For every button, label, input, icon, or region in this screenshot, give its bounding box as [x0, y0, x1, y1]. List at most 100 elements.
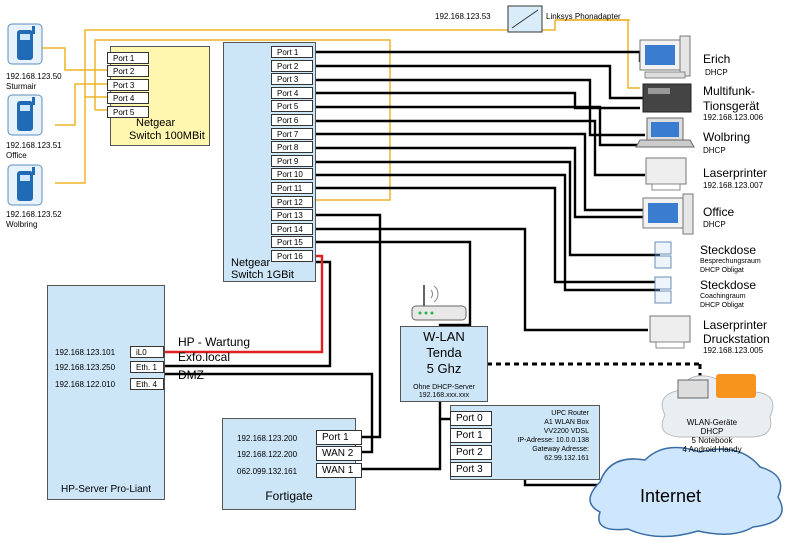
phone-icon — [7, 23, 43, 65]
router-port[interactable]: Port 3 — [450, 462, 492, 477]
phone-name: Office — [6, 151, 27, 160]
switch-1gbit-port[interactable]: Port 9 — [271, 154, 313, 167]
wlan-devices-line: 5 Notebook — [691, 436, 733, 445]
phone-ip: 192.168.123.51 — [6, 141, 62, 150]
switch-1gbit-port[interactable]: Port 7 — [271, 127, 313, 140]
device-sub: Druckstation — [703, 332, 770, 346]
fortigate-port[interactable]: WAN 1 — [316, 463, 362, 478]
device-sub: Besprechungsraum — [700, 258, 761, 265]
switch-1gbit-port[interactable]: Port 4 — [271, 86, 313, 99]
device-cables — [165, 50, 660, 487]
device-name: Steckdose — [700, 278, 757, 292]
switch-1gbit-port[interactable]: Port 8 — [271, 141, 313, 154]
switch-100mbit-port[interactable]: Port 4 — [107, 92, 149, 104]
switch-1gbit-title-2: Switch 1GBit — [231, 269, 294, 281]
server-line-label: HP - Wartung — [178, 335, 251, 349]
wlan-note: Ohne DHCP-Server — [413, 384, 475, 391]
fortigate-port-ip: 192.168.122.200 — [237, 450, 298, 459]
wlan-line2: Tenda — [426, 345, 462, 360]
laptop-icon — [635, 117, 695, 148]
fortigate-port[interactable]: Port 1 — [316, 430, 362, 445]
router-port[interactable]: Port 2 — [450, 445, 492, 460]
internet-label: Internet — [640, 486, 702, 506]
device-name: Laserprinter — [703, 318, 768, 332]
device-ip: 192.168.123.007 — [703, 181, 764, 190]
fortigate-port-ip: 062.099.132.161 — [237, 467, 298, 476]
hp-server: HP-Server Pro-Liant — [47, 285, 165, 500]
server-port[interactable]: Eth. 1 — [130, 361, 164, 373]
router-line: A1 WLAN Box — [544, 419, 589, 426]
switch-1gbit-port[interactable]: Port 13 — [271, 209, 313, 222]
switch-1gbit-port[interactable]: Port 14 — [271, 222, 313, 235]
phone-ip: 192.168.123.52 — [6, 210, 62, 219]
fortigate-port[interactable]: WAN 2 — [316, 446, 362, 461]
router-line: 62.99.132.161 — [544, 455, 589, 462]
device-sub: DHCP — [705, 68, 728, 77]
wlan-link — [487, 362, 702, 378]
router-line: Gateway Adresse: — [532, 446, 589, 453]
fortigate-title: Fortigate — [265, 489, 313, 503]
router-line: UPC Router — [551, 410, 589, 417]
phone-name: Sturmair — [6, 82, 37, 91]
switch-1gbit-port[interactable]: Port 16 — [271, 250, 313, 262]
pc-icon — [642, 193, 694, 235]
switch-1gbit-port[interactable]: Port 6 — [271, 114, 313, 126]
device-name: Steckdose — [700, 243, 757, 257]
server-port[interactable]: iL0 — [130, 346, 164, 358]
wireless-router-icon — [411, 285, 467, 321]
router-port[interactable]: Port 0 — [450, 411, 492, 426]
switch-100mbit-port[interactable]: Port 1 — [107, 52, 149, 64]
switch-100mbit-port[interactable]: Port 5 — [107, 106, 149, 118]
phone-adapter-ip: 192.168.123.53 — [435, 12, 491, 21]
device-sub: DHCP Obligat — [700, 267, 744, 274]
switch-1gbit-port[interactable]: Port 5 — [271, 100, 313, 113]
server-port-ip: 192.168.123.250 — [55, 363, 116, 372]
switch-100mbit-port[interactable]: Port 3 — [107, 79, 149, 91]
wlan-line3: 5 Ghz — [426, 361, 462, 376]
laser-printer-icon — [649, 315, 691, 349]
server-port[interactable]: Eth. 4 — [130, 378, 164, 390]
server-port-ip: 192.168.122.010 — [55, 380, 116, 389]
switch-1gbit-port[interactable]: Port 12 — [271, 195, 313, 208]
wlan-devices-line: DHCP — [700, 427, 724, 436]
multifunction-printer-icon — [642, 83, 692, 113]
phone-icon — [7, 94, 43, 136]
router-port[interactable]: Port 1 — [450, 428, 492, 443]
pc-icon — [639, 35, 691, 79]
server-line-label: Exfo.local — [178, 350, 231, 364]
device-sub: DHCP — [703, 146, 726, 155]
server-line-label: DMZ — [178, 368, 204, 382]
switch-1gbit-title-1: Netgear — [231, 257, 271, 269]
device-name: Office — [703, 205, 735, 219]
switch-1gbit-port[interactable]: Port 15 — [271, 236, 313, 249]
router-line: VV2200 VDSL — [543, 428, 589, 435]
device-sub: Coachingraum — [700, 293, 746, 300]
device-sub: Tionsgerät — [703, 99, 760, 113]
switch-100mbit-title-2: Switch 100MBit — [129, 130, 205, 142]
wlan-ip: 192.168.xxx.xxx — [418, 392, 470, 399]
switch-1gbit-port[interactable]: Port 1 — [271, 46, 313, 58]
switch-100mbit-title-1: Netgear — [136, 117, 176, 129]
hp-server-title: HP-Server Pro-Liant — [60, 484, 152, 495]
switch-1gbit-port[interactable]: Port 2 — [271, 59, 313, 72]
switch-1gbit-port[interactable]: Port 11 — [271, 182, 313, 194]
wlan-devices-line: 4 Android Handy — [682, 445, 742, 454]
device-name: Laserprinter — [703, 166, 768, 180]
switch-100mbit-port[interactable]: Port 2 — [107, 65, 149, 77]
phone-adapter-icon — [507, 5, 543, 33]
fortigate-port-ip: 192.168.123.200 — [237, 434, 298, 443]
switch-1gbit-port[interactable]: Port 3 — [271, 73, 313, 86]
red-wire — [165, 254, 324, 354]
switch-1gbit-port[interactable]: Port 10 — [271, 168, 313, 181]
device-sub: DHCP — [703, 220, 726, 229]
wlan-tenda: W-LAN Tenda 5 Ghz Ohne DHCP-Server 192.1… — [400, 326, 488, 402]
wlan-devices-title: WLAN-Geräte — [686, 418, 738, 427]
phone-name: Wolbring — [6, 220, 38, 229]
device-ip: 192.168.123.006 — [703, 113, 764, 122]
device-name: Wolbring — [703, 130, 751, 144]
phone-icon — [7, 164, 43, 206]
server-port-ip: 192.168.123.101 — [55, 348, 116, 357]
phone-wires — [42, 19, 640, 201]
phone-ip: 192.168.123.50 — [6, 72, 62, 81]
device-ip: 192.168.123.005 — [703, 346, 764, 355]
